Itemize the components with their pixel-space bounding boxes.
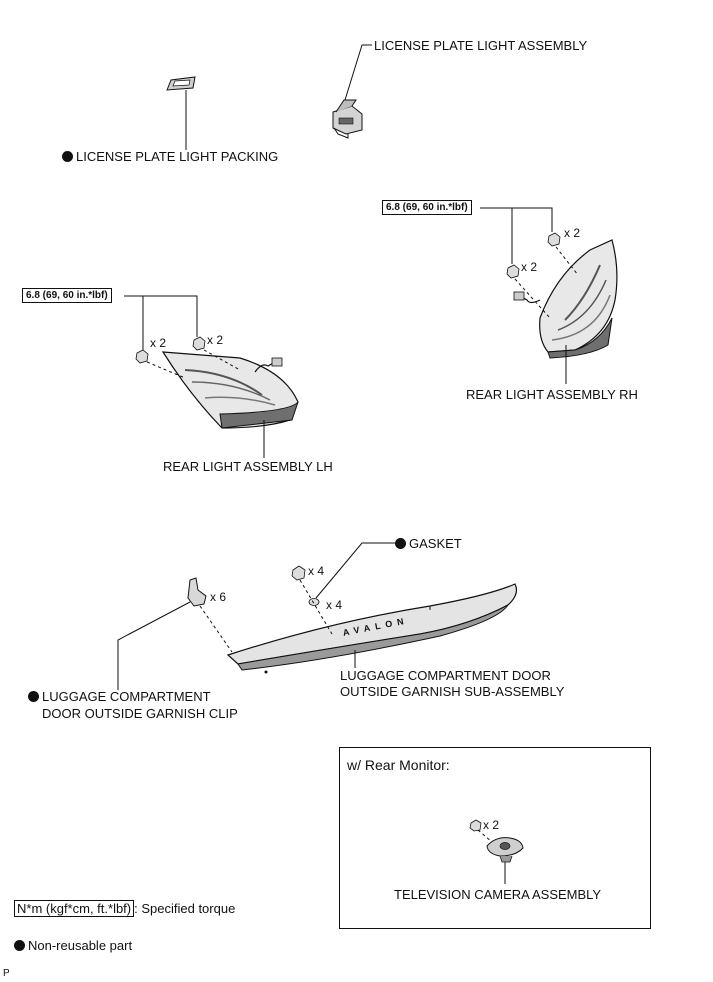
- television-camera-assembly: [486, 837, 524, 863]
- legend-torque-box: N*m (kgf*cm, ft.*lbf): [14, 900, 135, 917]
- garnish-sub-assembly: [226, 583, 518, 674]
- label-license-plate-light-assembly: LICENSE PLATE LIGHT ASSEMBLY: [374, 38, 588, 53]
- leader-gasket: [315, 542, 395, 599]
- corner-mark: P: [3, 968, 10, 979]
- label-television-camera: TELEVISION CAMERA ASSEMBLY: [394, 887, 602, 902]
- count-gasket: x 4: [326, 598, 343, 612]
- label-rear-light-rh: REAR LIGHT ASSEMBLY RH: [466, 387, 638, 402]
- inset-title: w/ Rear Monitor:: [347, 757, 450, 773]
- non-reusable-bullet-icon: [395, 538, 406, 549]
- count-lh-left: x 2: [150, 336, 167, 350]
- torque-rh: 6.8 (69, 60 in.*lbf): [382, 200, 472, 215]
- non-reusable-bullet-icon: [14, 940, 25, 951]
- non-reusable-bullet-icon: [62, 151, 73, 162]
- lh-nuts: [135, 336, 206, 364]
- rh-nuts: [506, 232, 561, 279]
- camera-nut: [469, 819, 482, 832]
- count-rh-upper: x 2: [564, 226, 581, 240]
- count-rh-lower: x 2: [521, 260, 538, 274]
- label-garnish-clip-2: DOOR OUTSIDE GARNISH CLIP: [42, 706, 238, 721]
- license-plate-light-packing: [166, 76, 196, 91]
- leader-license-plate-light: [344, 44, 372, 101]
- garnish-nut: [291, 565, 320, 606]
- label-garnish-clip-row: LUGGAGE COMPARTMENT: [28, 689, 211, 704]
- count-clip: x 6: [210, 590, 227, 604]
- leader-clip: [117, 601, 191, 690]
- license-plate-light-assembly: [332, 99, 363, 139]
- legend-torque-desc: : Specified torque: [134, 901, 236, 916]
- rear-light-assembly-lh: [161, 351, 299, 429]
- leader-torque-rh: [480, 207, 553, 232]
- count-garnish-nut: x 4: [308, 564, 325, 578]
- torque-lh: 6.8 (69, 60 in.*lbf): [22, 288, 112, 303]
- count-lh-right: x 2: [207, 333, 224, 347]
- label-rear-light-lh: REAR LIGHT ASSEMBLY LH: [163, 459, 333, 474]
- legend-non-reusable: Non-reusable part: [14, 938, 132, 953]
- rear-monitor-inset: [339, 747, 651, 929]
- label-gasket-row: GASKET: [395, 536, 462, 551]
- label-gasket: GASKET: [409, 536, 462, 551]
- legend-non-reusable-text: Non-reusable part: [28, 938, 133, 953]
- label-license-plate-light-packing-row: LICENSE PLATE LIGHT PACKING: [62, 149, 278, 164]
- legend-torque: N*m (kgf*cm, ft.*lbf): Specified torque: [14, 900, 235, 917]
- label-garnish-sub-1: LUGGAGE COMPARTMENT DOOR: [340, 668, 551, 683]
- rear-light-assembly-rh: [513, 239, 618, 359]
- non-reusable-bullet-icon: [28, 691, 39, 702]
- label-license-plate-light-packing: LICENSE PLATE LIGHT PACKING: [76, 149, 279, 164]
- label-garnish-sub-2: OUTSIDE GARNISH SUB-ASSEMBLY: [340, 684, 565, 699]
- label-garnish-clip-1: LUGGAGE COMPARTMENT: [42, 689, 211, 704]
- leader-torque-lh: [124, 295, 198, 337]
- garnish-clip: [187, 577, 207, 607]
- count-camera: x 2: [483, 818, 500, 832]
